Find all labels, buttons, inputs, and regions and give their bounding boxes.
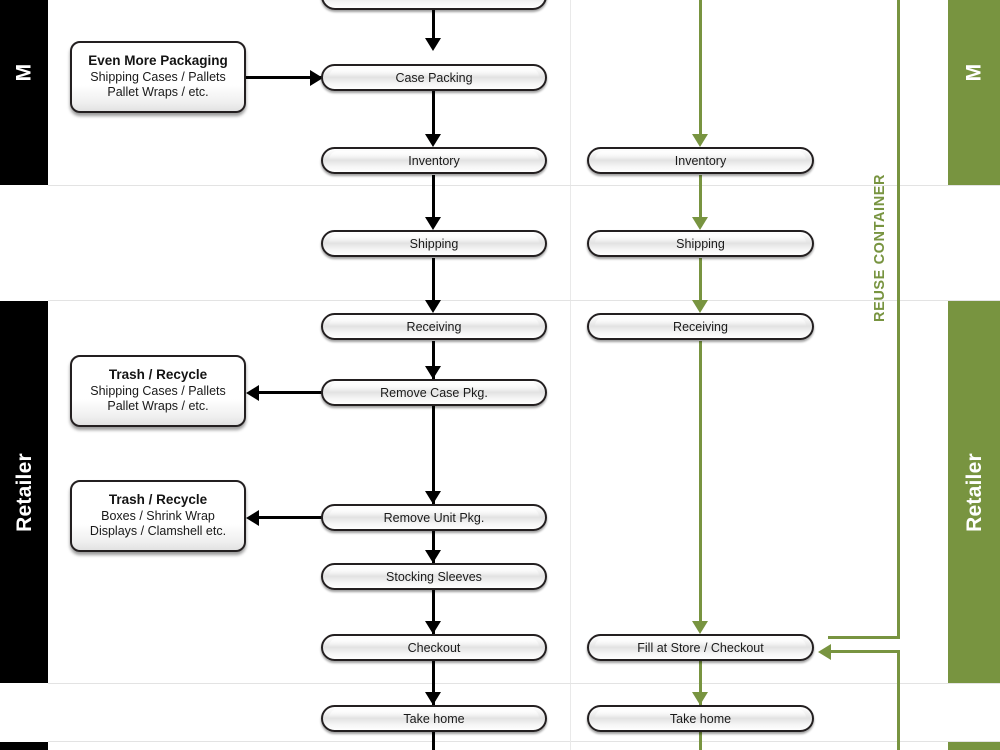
node-label: Fill at Store / Checkout	[637, 640, 764, 655]
side-box-trash-recycle-unit[interactable]: Trash / Recycle Boxes / Shrink Wrap Disp…	[70, 480, 246, 552]
flow-arrow	[425, 621, 441, 634]
flow-arrow	[425, 692, 441, 705]
column-separator	[570, 0, 571, 185]
lane-separator	[48, 741, 1000, 742]
reuse-loop-arrow	[818, 644, 831, 660]
flow-line-reuse	[699, 732, 702, 750]
reuse-node-shipping[interactable]: Shipping	[587, 230, 814, 257]
flow-line	[432, 0, 435, 40]
flow-line-reuse	[699, 258, 702, 310]
process-node-stocking-sleeves[interactable]: Stocking Sleeves	[321, 563, 547, 590]
flow-line	[432, 732, 435, 750]
side-connector-arrow	[246, 510, 259, 526]
flow-line	[432, 590, 435, 642]
process-node-cutoff[interactable]	[321, 0, 547, 10]
lane-label-consumer-right	[948, 742, 1000, 750]
side-box-title: Trash / Recycle	[108, 367, 208, 383]
reuse-loop-top-leg	[828, 636, 900, 639]
node-label: Receiving	[406, 319, 462, 334]
reuse-node-take-home[interactable]: Take home	[587, 705, 814, 732]
lane-label-manufacturer-left: M	[0, 0, 48, 185]
process-node-case-packing[interactable]: Case Packing	[321, 64, 547, 91]
process-node-checkout[interactable]: Checkout	[321, 634, 547, 661]
flow-line	[432, 91, 435, 143]
flow-arrow-reuse	[692, 217, 708, 230]
flow-line-reuse	[699, 661, 702, 713]
lane-separator	[48, 683, 1000, 684]
process-node-inventory[interactable]: Inventory	[321, 147, 547, 174]
side-box-even-more-packaging[interactable]: Even More Packaging Shipping Cases / Pal…	[70, 41, 246, 113]
flow-line-reuse	[699, 175, 702, 227]
reuse-loop-lower-rail	[897, 650, 900, 750]
flow-arrow	[425, 38, 441, 51]
side-connector-arrow	[310, 70, 323, 86]
flow-line	[432, 406, 435, 518]
reuse-loop-return-leg	[828, 650, 900, 653]
side-box-line: Shipping Cases / Pallets	[90, 70, 226, 84]
column-separator	[570, 186, 571, 300]
side-box-line: Shipping Cases / Pallets	[90, 384, 226, 398]
reuse-node-inventory[interactable]: Inventory	[587, 147, 814, 174]
lane-label-text: Retailer	[12, 452, 36, 532]
node-label: Take home	[403, 711, 465, 726]
flow-arrow	[425, 217, 441, 230]
node-label: Inventory	[674, 153, 727, 168]
reuse-node-receiving[interactable]: Receiving	[587, 313, 814, 340]
side-box-title: Trash / Recycle	[108, 492, 208, 508]
flow-arrow-reuse	[692, 692, 708, 705]
side-box-title: Even More Packaging	[88, 53, 228, 69]
process-node-remove-case-pkg[interactable]: Remove Case Pkg.	[321, 379, 547, 406]
lane-label-text: M	[12, 63, 36, 82]
column-separator	[570, 684, 571, 750]
side-connector	[245, 76, 323, 79]
process-node-remove-unit-pkg[interactable]: Remove Unit Pkg.	[321, 504, 547, 531]
side-connector	[256, 391, 326, 394]
flow-arrow	[425, 550, 441, 563]
node-label: Remove Case Pkg.	[380, 385, 488, 400]
lane-label-retailer-left: Retailer	[0, 301, 48, 683]
flow-arrow-reuse	[692, 134, 708, 147]
lane-label-retailer-right: Retailer	[948, 301, 1000, 683]
node-label: Shipping	[409, 236, 459, 251]
side-box-line: Boxes / Shrink Wrap	[101, 509, 215, 523]
side-box-line: Displays / Clamshell etc.	[89, 524, 227, 539]
flow-line	[432, 661, 435, 713]
side-box-line: Pallet Wraps / etc.	[107, 85, 209, 100]
flow-arrow	[425, 300, 441, 313]
node-label: Inventory	[408, 153, 460, 168]
node-label: Case Packing	[395, 70, 473, 85]
process-node-receiving[interactable]: Receiving	[321, 313, 547, 340]
flow-line	[432, 175, 435, 227]
process-node-take-home[interactable]: Take home	[321, 705, 547, 732]
side-connector-arrow	[246, 385, 259, 401]
lane-label-manufacturer-right: M	[948, 0, 1000, 185]
reuse-loop-rail	[897, 0, 900, 638]
flow-line-reuse	[699, 341, 702, 629]
lane-label-text: M	[962, 63, 986, 82]
node-label: Shipping	[676, 236, 725, 251]
flow-line-reuse	[699, 0, 702, 140]
side-box-line: Pallet Wraps / etc.	[107, 399, 209, 414]
side-connector	[256, 516, 326, 519]
column-separator	[570, 301, 571, 683]
flow-line	[432, 258, 435, 310]
lane-label-text: Retailer	[962, 452, 986, 532]
flow-arrow	[425, 134, 441, 147]
node-label: Receiving	[673, 319, 728, 334]
flow-arrow-reuse	[692, 300, 708, 313]
reuse-node-fill-at-store-checkout[interactable]: Fill at Store / Checkout	[587, 634, 814, 661]
side-box-trash-recycle-case[interactable]: Trash / Recycle Shipping Cases / Pallets…	[70, 355, 246, 427]
lane-separator	[48, 300, 1000, 301]
node-label: Checkout	[407, 640, 461, 655]
node-label: Take home	[669, 711, 732, 726]
flow-arrow-reuse	[692, 621, 708, 634]
lane-label-consumer-left	[0, 742, 48, 750]
flow-arrow	[425, 366, 441, 379]
lane-separator	[48, 185, 1000, 186]
process-node-shipping[interactable]: Shipping	[321, 230, 547, 257]
node-label: Stocking Sleeves	[386, 569, 482, 584]
flow-arrow	[425, 491, 441, 504]
reuse-container-label: REUSE CONTAINER	[872, 173, 888, 322]
node-label: Remove Unit Pkg.	[383, 510, 485, 525]
